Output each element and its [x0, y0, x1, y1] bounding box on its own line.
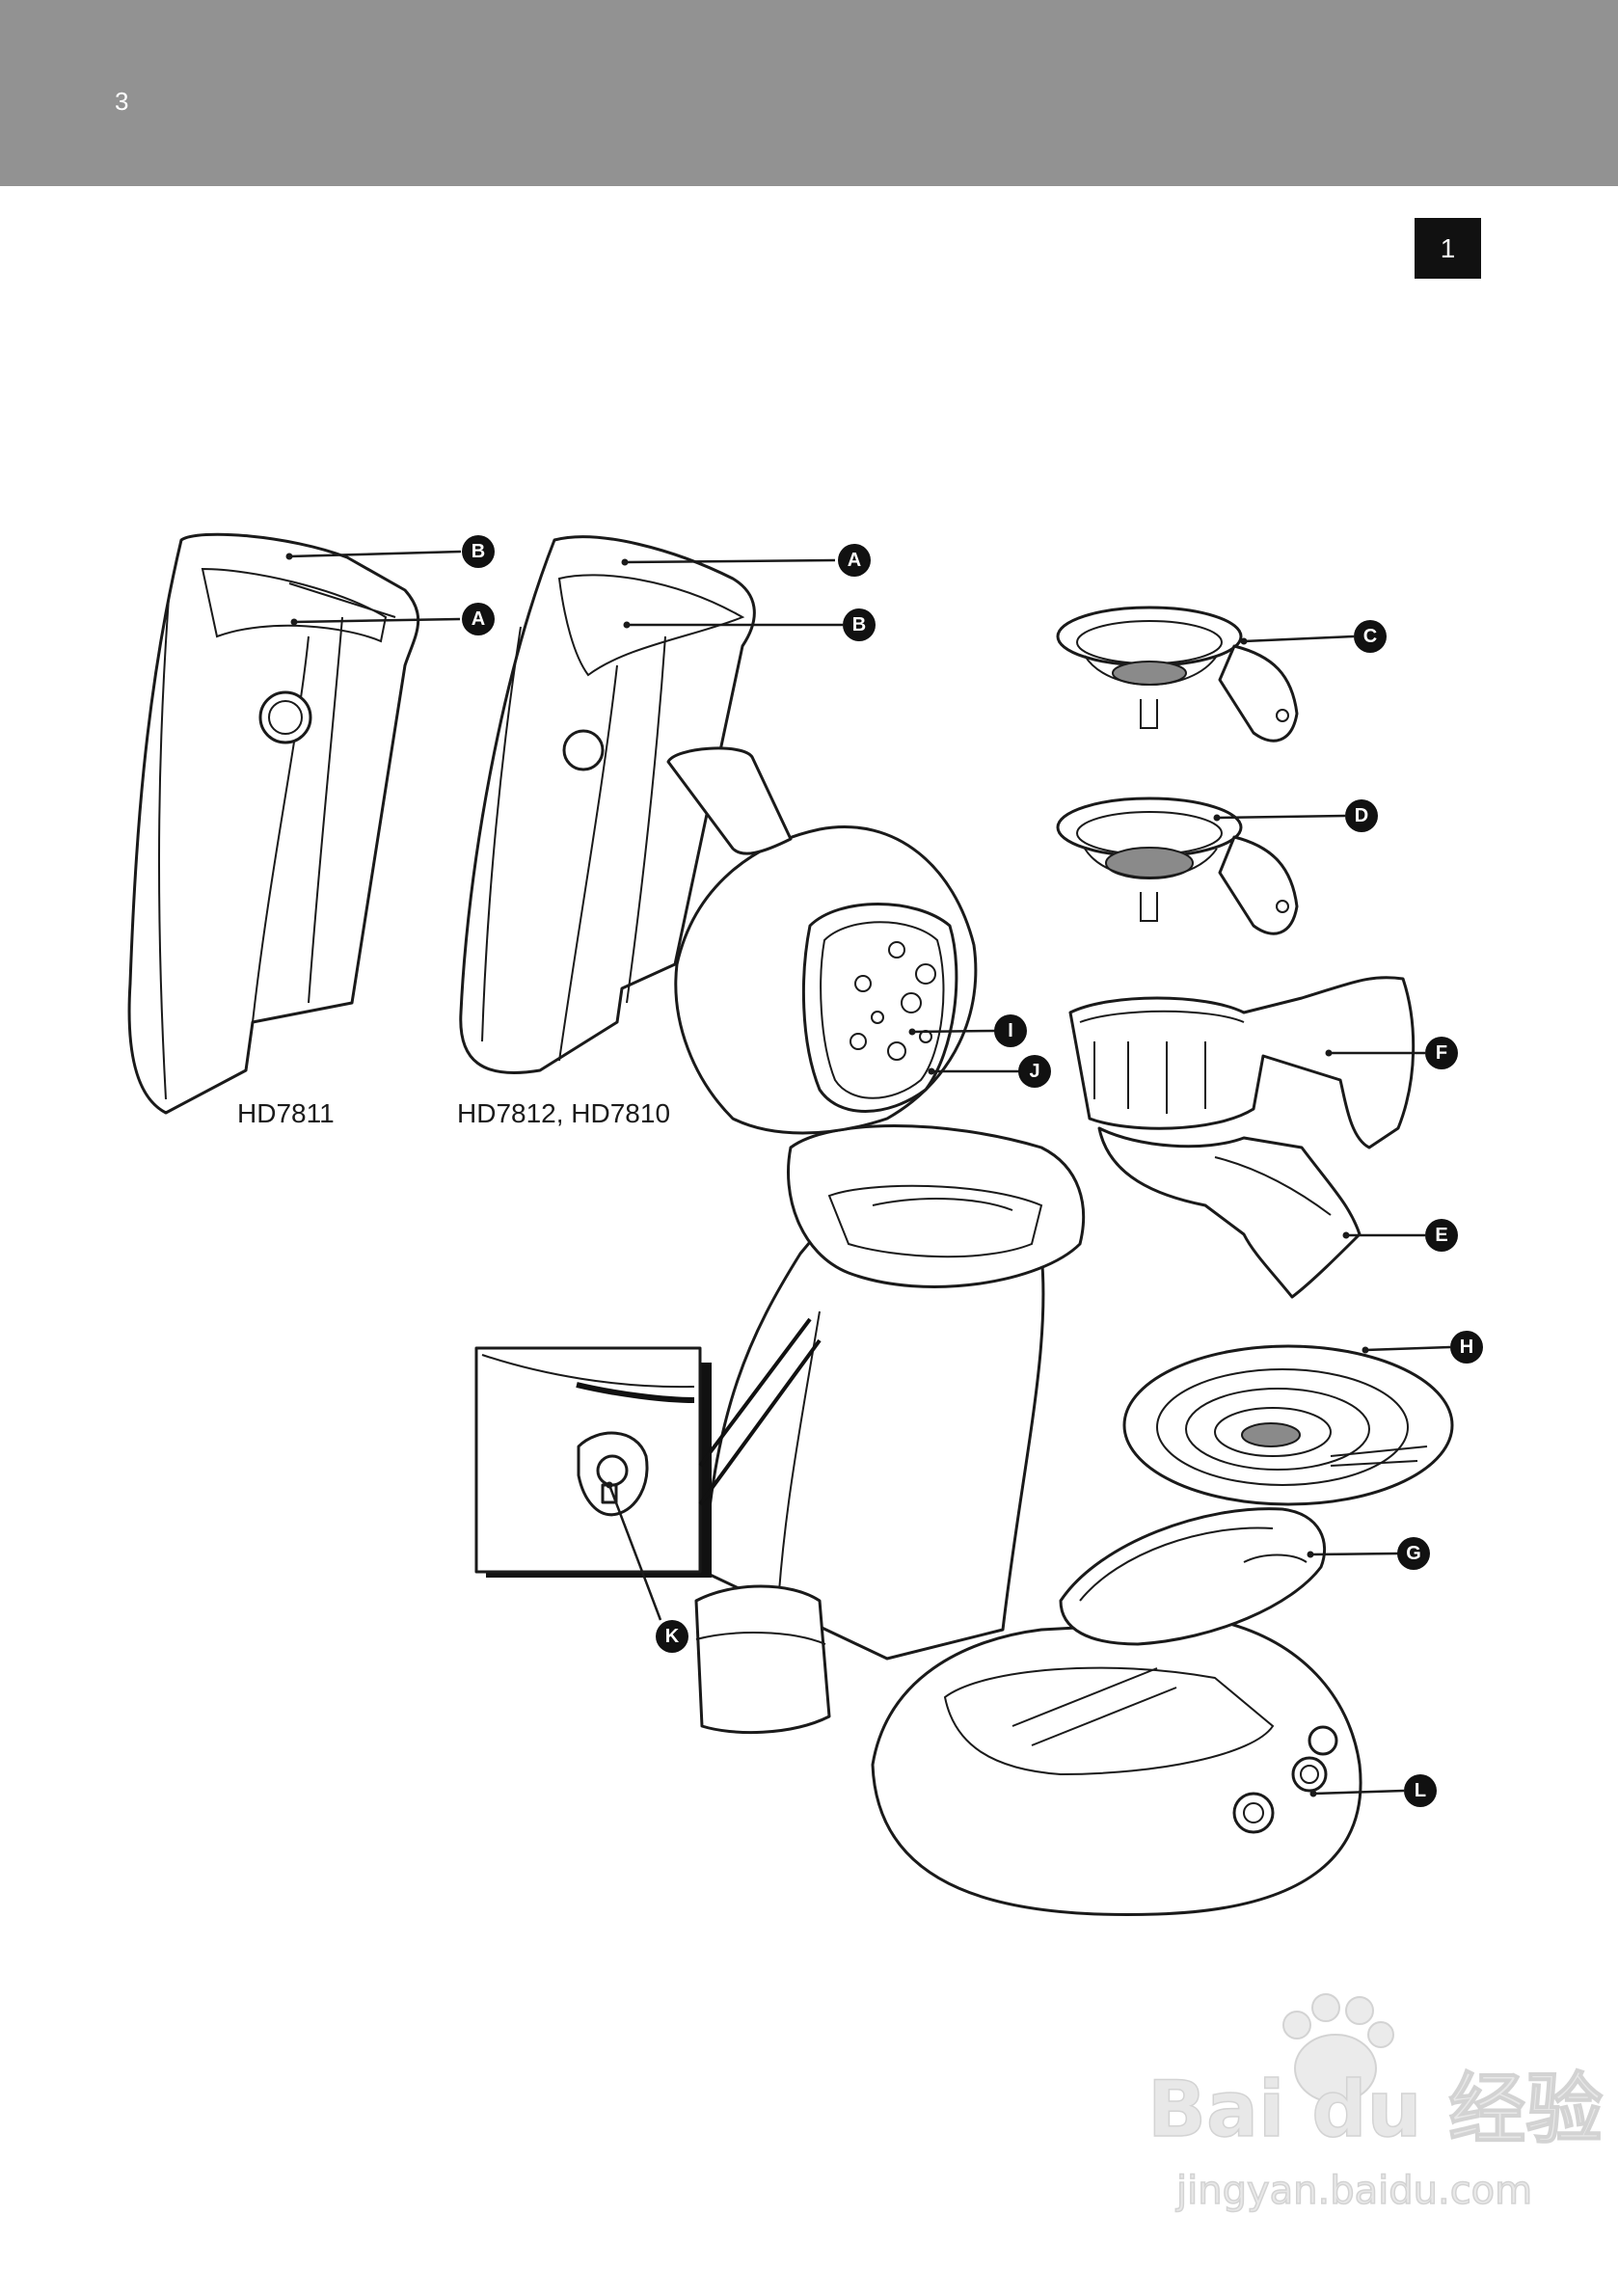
svg-text:A: A: [848, 550, 861, 571]
svg-text:A: A: [472, 608, 485, 630]
model-label-hd7811: HD7811: [237, 1098, 335, 1128]
callout-i: I: [994, 1014, 1027, 1047]
callout-b-left: B: [462, 535, 495, 568]
svg-text:D: D: [1355, 805, 1368, 826]
svg-text:B: B: [852, 614, 866, 635]
callout-a-left: A: [462, 603, 495, 635]
header-band: 3: [0, 0, 1618, 186]
inset-detail-k: [474, 1317, 822, 1578]
pad-holder-d: [1056, 797, 1299, 935]
figure-number-badge: 1: [1415, 218, 1481, 279]
pad-holder-c: [1056, 606, 1299, 743]
side-panel-hd7812-hd7810: [459, 535, 756, 1074]
coffee-machine-body: [666, 746, 1362, 1916]
callout-c: C: [1354, 620, 1387, 653]
callout-k: K: [656, 1620, 688, 1653]
drip-tray-g: [1059, 1507, 1327, 1646]
svg-text:H: H: [1460, 1337, 1473, 1358]
callout-h: H: [1450, 1331, 1483, 1364]
callout-g: G: [1397, 1537, 1430, 1570]
callout-e: E: [1425, 1219, 1458, 1252]
page-number: 3: [115, 87, 129, 116]
svg-text:E: E: [1435, 1225, 1447, 1246]
baidu-watermark: Bai du 经验 jingyan.baidu.com: [1146, 1993, 1604, 2214]
svg-text:K: K: [665, 1626, 680, 1647]
svg-text:G: G: [1406, 1543, 1421, 1564]
svg-text:J: J: [1029, 1061, 1039, 1082]
watermark-brand: Bai du 经验: [1147, 2065, 1603, 2154]
callout-j: J: [1018, 1055, 1051, 1088]
svg-text:F: F: [1436, 1042, 1447, 1064]
callout-b-middle: B: [843, 608, 876, 641]
svg-text:B: B: [472, 541, 485, 562]
svg-text:C: C: [1363, 626, 1377, 647]
drip-tray-grid-h: [1122, 1344, 1454, 1506]
callout-a-middle: A: [838, 544, 871, 577]
callout-leaders: [285, 550, 1451, 1797]
callout-l: L: [1404, 1774, 1437, 1807]
paw-logo-icon: [1282, 1993, 1394, 2103]
watermark-url: jingyan.baidu.com: [1175, 2169, 1532, 2213]
callout-d: D: [1345, 799, 1378, 832]
coffee-collector-e: [1097, 1126, 1362, 1299]
model-label-hd7812-hd7810: HD7812, HD7810: [457, 1098, 670, 1128]
callout-f: F: [1425, 1037, 1458, 1069]
side-panel-hd7811: [127, 532, 420, 1115]
svg-text:I: I: [1008, 1020, 1013, 1041]
svg-text:L: L: [1415, 1780, 1426, 1801]
coffee-collector-f: [1068, 976, 1416, 1149]
